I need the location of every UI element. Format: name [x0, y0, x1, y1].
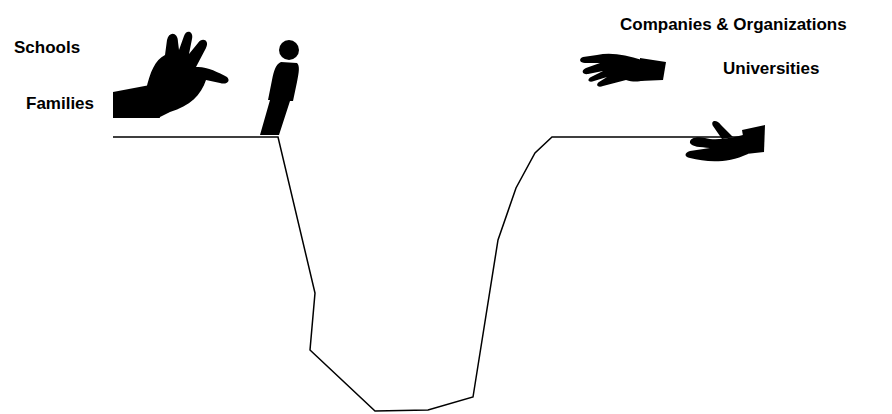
body — [260, 62, 299, 135]
upper-right-hand — [580, 54, 666, 87]
person — [260, 40, 299, 135]
group-label: Schools — [14, 38, 80, 58]
group-label: Families — [26, 94, 94, 114]
chasm-outline — [113, 137, 760, 411]
thumb — [712, 121, 733, 139]
sleeve — [640, 58, 666, 81]
head — [279, 40, 299, 60]
hand — [146, 32, 229, 118]
group-label: Companies & Organizations — [620, 15, 847, 35]
left-hand — [113, 32, 229, 118]
group-label: Universities — [723, 59, 819, 79]
hand — [686, 134, 749, 161]
hand — [580, 54, 644, 87]
lower-right-hand — [686, 121, 766, 161]
